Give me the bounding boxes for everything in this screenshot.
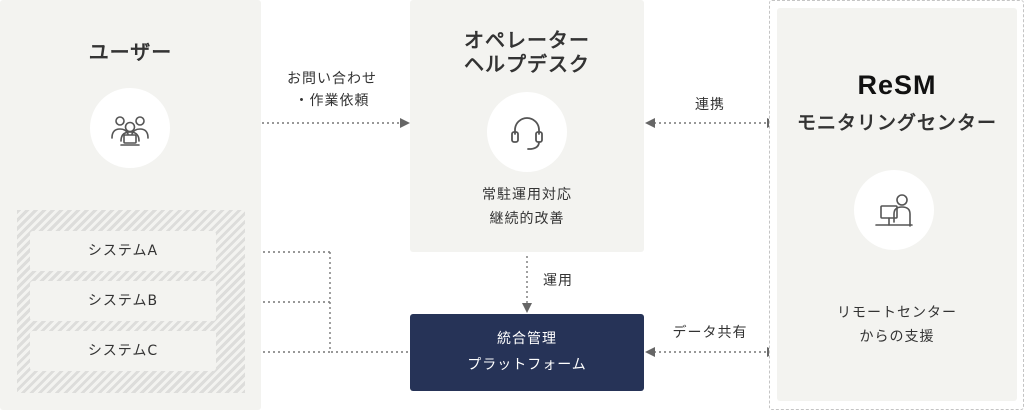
user-panel: ユーザー システムA システムB システムC — [0, 0, 261, 410]
operation-arrowhead — [522, 303, 532, 313]
helpdesk-caption-line2: 継続的改善 — [489, 211, 565, 227]
helpdesk-caption-line1: 常駐運用対応 — [482, 187, 572, 203]
headset-icon — [511, 117, 543, 150]
helpdesk-title-line2: ヘルプデスク — [464, 52, 590, 76]
data-sharing-label: データ共有 — [672, 325, 748, 341]
resm-caption-line1: リモートセンター — [837, 305, 957, 321]
operation-label: 運用 — [543, 273, 573, 289]
resm-caption-line2: からの支援 — [859, 329, 935, 345]
user-icon-circle — [90, 88, 170, 168]
platform-box[interactable]: 統合管理 プラットフォーム — [410, 314, 644, 391]
helpdesk-title-line1: オペレーター — [464, 28, 590, 52]
helpdesk-panel: オペレーター ヘルプデスク 常駐運用対応 継続的改善 — [410, 0, 644, 252]
coordination-arrowhead-left — [645, 118, 655, 128]
inquiry-arrowhead — [400, 118, 410, 128]
inquiry-label-line2: ・作業依頼 — [294, 93, 370, 109]
helpdesk-icon-circle — [487, 92, 567, 172]
platform-line2: プラットフォーム — [467, 357, 587, 373]
resm-panel: ReSM モニタリングセンター リモートセンター からの支援 — [777, 8, 1017, 401]
platform-line1: 統合管理 — [497, 331, 557, 347]
users-icon — [111, 116, 149, 146]
system-a-box[interactable]: システムA — [30, 231, 216, 271]
inquiry-label: お問い合わせ ・作業依頼 — [270, 68, 394, 112]
remote-operator-icon — [875, 194, 913, 227]
resm-title: モニタリングセンター — [796, 112, 997, 134]
coordination-label: 連携 — [695, 97, 725, 113]
resm-logo: ReSM — [857, 70, 937, 100]
user-title: ユーザー — [88, 40, 173, 64]
resm-icon-circle — [854, 170, 934, 250]
system-b-box[interactable]: システムB — [30, 281, 216, 321]
data-sharing-arrowhead-left — [645, 347, 655, 357]
system-c-box[interactable]: システムC — [30, 331, 216, 371]
systems-area: システムA システムB システムC — [17, 210, 245, 393]
inquiry-label-line1: お問い合わせ — [287, 71, 377, 87]
